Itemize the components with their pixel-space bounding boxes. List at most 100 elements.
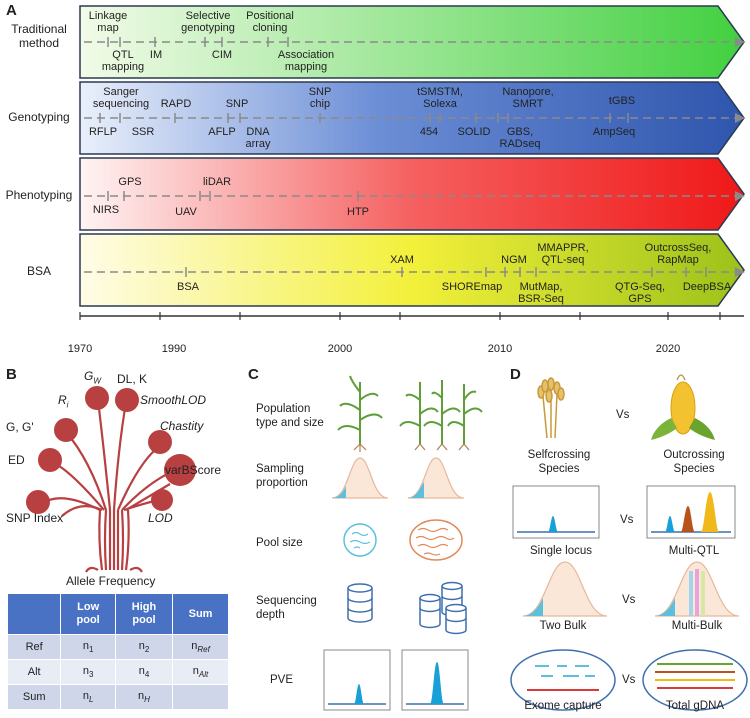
tree-trunk-label: Allele Frequency xyxy=(66,574,156,588)
tree-label-gw: GW xyxy=(84,369,101,386)
table-row-label: Ref xyxy=(6,634,62,660)
tl-qtl-mapping: QTL mapping xyxy=(101,49,145,73)
label-selfcrossing: Selfcrossing Species xyxy=(527,449,591,475)
tree-label-lod: LOD xyxy=(148,511,173,525)
label-total-gdna: Total gDNA xyxy=(665,700,725,712)
tree-label-dl-k: DL, K xyxy=(117,372,148,386)
tree-label-snp-index: SNP Index xyxy=(6,511,64,525)
label-single-locus: Single locus xyxy=(529,545,592,557)
corn-icon xyxy=(651,374,715,440)
statistics-tree xyxy=(26,386,196,573)
tl-454: 454 xyxy=(419,126,439,138)
table-cell: n3 xyxy=(60,659,116,685)
two-bulk-curve xyxy=(522,561,608,617)
row-label-bsa: BSA xyxy=(26,264,51,278)
tree-label-smoothlod: SmoothLOD xyxy=(140,393,207,407)
tl-gps: GPS xyxy=(118,176,142,188)
tl-uav: UAV xyxy=(175,206,197,218)
tl-rflp: RFLP xyxy=(88,126,118,138)
table-row: Sum nL nH xyxy=(6,684,229,710)
tl-ssr: SSR xyxy=(131,126,155,138)
tree-label-varbscore: varBScore xyxy=(165,463,222,477)
table-cell: nRef xyxy=(172,634,229,660)
table-row-label: Sum xyxy=(6,684,62,710)
sampling-curve-wide xyxy=(407,457,465,499)
row-label-genotyping: Genotyping xyxy=(8,110,70,124)
tl-ngm: NGM xyxy=(501,254,527,266)
tl-qtgseq: QTG-Seq, GPS xyxy=(614,281,666,305)
timeline-svg xyxy=(79,5,745,320)
multi-bulk-curve xyxy=(654,561,740,617)
tl-shoremap: SHOREmap xyxy=(441,281,503,293)
tl-rapd: RAPD xyxy=(160,98,192,110)
single-plant-icon xyxy=(337,375,383,452)
table-row-label: Alt xyxy=(6,659,62,685)
multi-plant-icon xyxy=(399,380,483,451)
tl-association-mapping: Association mapping xyxy=(277,49,335,73)
tl-outcrossseq: OutcrossSeq, RapMap xyxy=(644,242,712,266)
tl-im: IM xyxy=(149,49,163,61)
tl-tsmstm: tSMSTM, Solexa xyxy=(417,86,463,110)
label-two-bulk: Two Bulk xyxy=(539,620,587,632)
table-header-sum: Sum xyxy=(172,593,229,635)
year-label-2000: 2000 xyxy=(327,343,353,355)
pve-box-large xyxy=(401,649,469,711)
tree-label-chastity: Chastity xyxy=(160,419,204,433)
table-cell: n4 xyxy=(114,659,174,685)
tl-solid: SOLID xyxy=(457,126,491,138)
row-label-traditional: Traditional method xyxy=(11,22,67,50)
tl-tgbs: tGBS xyxy=(608,95,636,107)
label-multi-bulk: Multi-Bulk xyxy=(671,620,723,632)
table-cell: nH xyxy=(114,684,174,710)
panel-c-letter: C xyxy=(248,366,259,383)
vs-label: Vs xyxy=(616,409,630,421)
tl-sanger: Sanger sequencing xyxy=(92,86,150,110)
pve-box-small xyxy=(323,649,391,711)
database-large-icon xyxy=(419,581,467,635)
allele-frequency-table: Low pool High pool Sum Ref n1 n2 nRef Al… xyxy=(6,593,229,710)
vs-label: Vs xyxy=(622,594,636,606)
panel-c-graphics xyxy=(323,375,483,711)
tl-selective-genotyping: Selective genotyping xyxy=(181,10,235,34)
pool-large-icon xyxy=(409,519,463,561)
year-label-1970: 1970 xyxy=(67,343,93,355)
panel-b-letter: B xyxy=(6,366,17,383)
tl-bsa: BSA xyxy=(176,281,200,293)
row-band-bsa xyxy=(79,233,745,307)
tl-linkage-map: Linkage map xyxy=(88,10,128,34)
tl-nanopore: Nanopore, SMRT xyxy=(502,86,554,110)
tree-label-ri: Ri xyxy=(58,393,69,410)
tl-deepbsa: DeepBSA xyxy=(682,281,732,293)
pool-small-icon xyxy=(343,523,377,557)
tl-snp: SNP xyxy=(225,98,249,110)
label-sampling: Sampling proportion xyxy=(256,463,308,489)
row-band-phenotyping xyxy=(79,157,745,231)
table-cell: nAlt xyxy=(172,659,229,685)
sampling-curve-narrow xyxy=(331,457,389,499)
label-population: Population type and size xyxy=(256,403,324,429)
tl-snp-chip: SNP chip xyxy=(308,86,332,110)
multi-qtl-box xyxy=(646,485,736,539)
label-sequencing-depth: Sequencing depth xyxy=(256,595,317,621)
database-small-icon xyxy=(347,583,373,623)
tree-label-ed: ED xyxy=(8,453,25,467)
tl-cim: CIM xyxy=(211,49,233,61)
table-row: Ref n1 n2 nRef xyxy=(6,634,229,660)
tl-dna-array: DNA array xyxy=(245,126,271,150)
label-exome-capture: Exome capture xyxy=(524,700,602,712)
tree-label-g-g: G, G' xyxy=(6,420,34,434)
tl-htp: HTP xyxy=(347,206,369,218)
total-gdna-icon xyxy=(642,649,748,711)
year-label-1990: 1990 xyxy=(161,343,187,355)
panel-a-letter: A xyxy=(6,2,17,19)
year-label-2020: 2020 xyxy=(655,343,681,355)
label-multi-qtl: Multi-QTL xyxy=(668,545,720,557)
tl-mutmap: MutMap, BSR-Seq xyxy=(518,281,564,305)
table-cell: n1 xyxy=(60,634,116,660)
row-label-phenotyping: Phenotyping xyxy=(5,188,73,202)
table-cell xyxy=(172,684,229,710)
year-label-2010: 2010 xyxy=(487,343,513,355)
panel-d-letter: D xyxy=(510,366,521,383)
wheat-icon xyxy=(537,377,565,439)
tl-nirs: NIRS xyxy=(92,204,120,216)
